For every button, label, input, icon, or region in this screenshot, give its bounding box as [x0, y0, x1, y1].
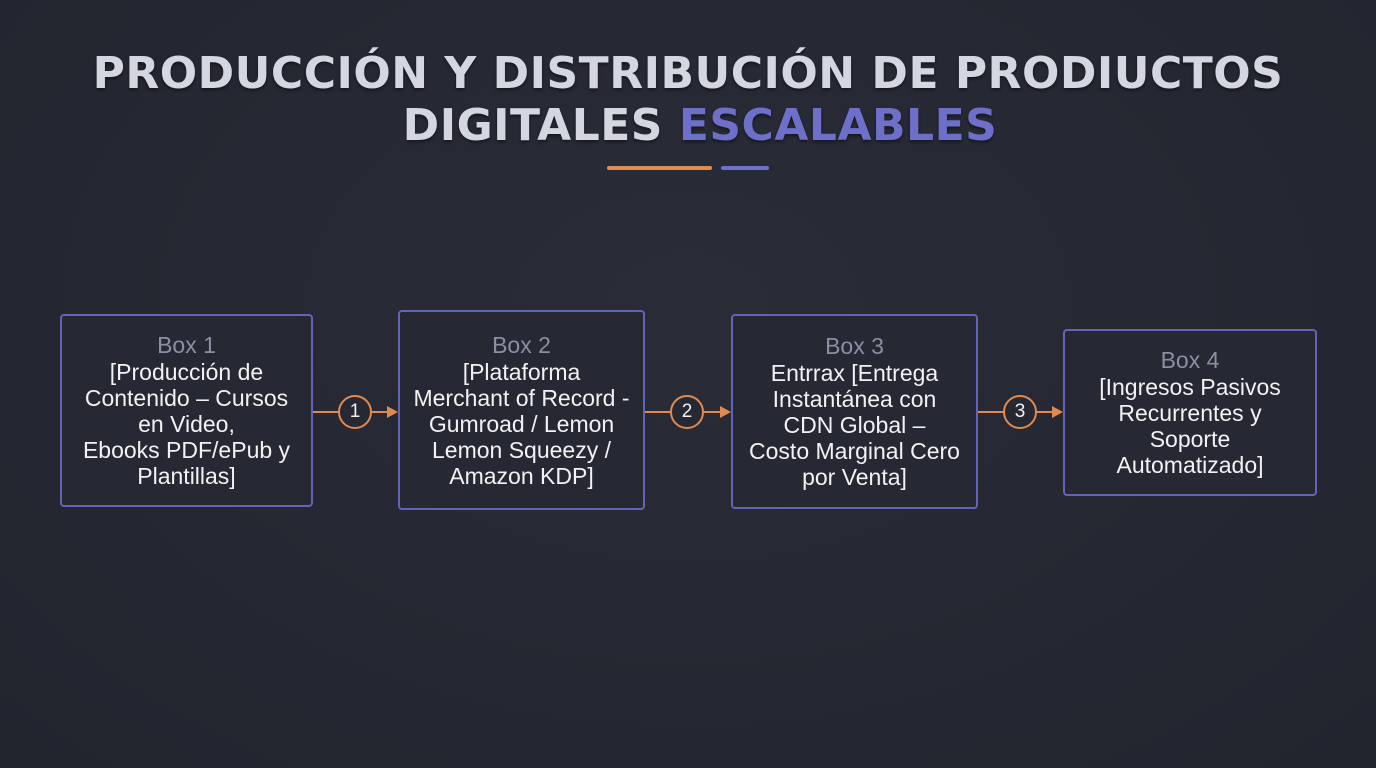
step-2-badge: 2	[670, 395, 704, 429]
box-2-text: [Plataforma Merchant of Record - Gumroad…	[413, 358, 630, 489]
connector-3-arrowhead	[1052, 406, 1063, 418]
title-line-2-plain: DIGITALES	[402, 100, 679, 151]
title-line-2: DIGITALES ESCALABLES	[0, 100, 1376, 152]
title-accent-word: ESCALABLES	[678, 100, 998, 151]
box-1-label: Box 1	[157, 332, 216, 358]
title-underline-orange	[607, 166, 712, 170]
step-1-badge: 1	[338, 395, 372, 429]
box-4: Box 4 [Ingresos Pasivos Recurrentes y So…	[1063, 329, 1317, 496]
connector-3: 3	[978, 395, 1063, 429]
title-line-1: PRODUCCIÓN Y DISTRIBUCIÓN DE PRODIUCTOS	[92, 48, 1284, 99]
box-4-label: Box 4	[1160, 347, 1220, 373]
box-2-label: Box 2	[492, 331, 551, 358]
box-1: Box 1 [Producción de Contenido – Cursos …	[60, 314, 313, 507]
step-3-badge: 3	[1003, 395, 1037, 429]
box-3-text: Entrrax [Entrega Instantánea con CDN Glo…	[749, 360, 960, 490]
box-2: Box 2 [Plataforma Merchant of Record - G…	[398, 310, 645, 510]
box-1-text: [Producción de Contenido – Cursos en Vid…	[82, 359, 291, 489]
title-underline-blue	[721, 166, 769, 170]
connector-2: 2	[645, 395, 731, 429]
connector-1: 1	[313, 395, 398, 429]
connector-1-arrowhead	[387, 406, 398, 418]
box-3: Box 3 Entrrax [Entrega Instantánea con C…	[731, 314, 978, 509]
connector-2-arrowhead	[720, 406, 731, 418]
page-title: PRODUCCIÓN Y DISTRIBUCIÓN DE PRODIUCTOS …	[0, 48, 1376, 152]
box-3-label: Box 3	[825, 333, 884, 359]
box-4-text: [Ingresos Pasivos Recurrentes y Soporte …	[1099, 374, 1281, 478]
